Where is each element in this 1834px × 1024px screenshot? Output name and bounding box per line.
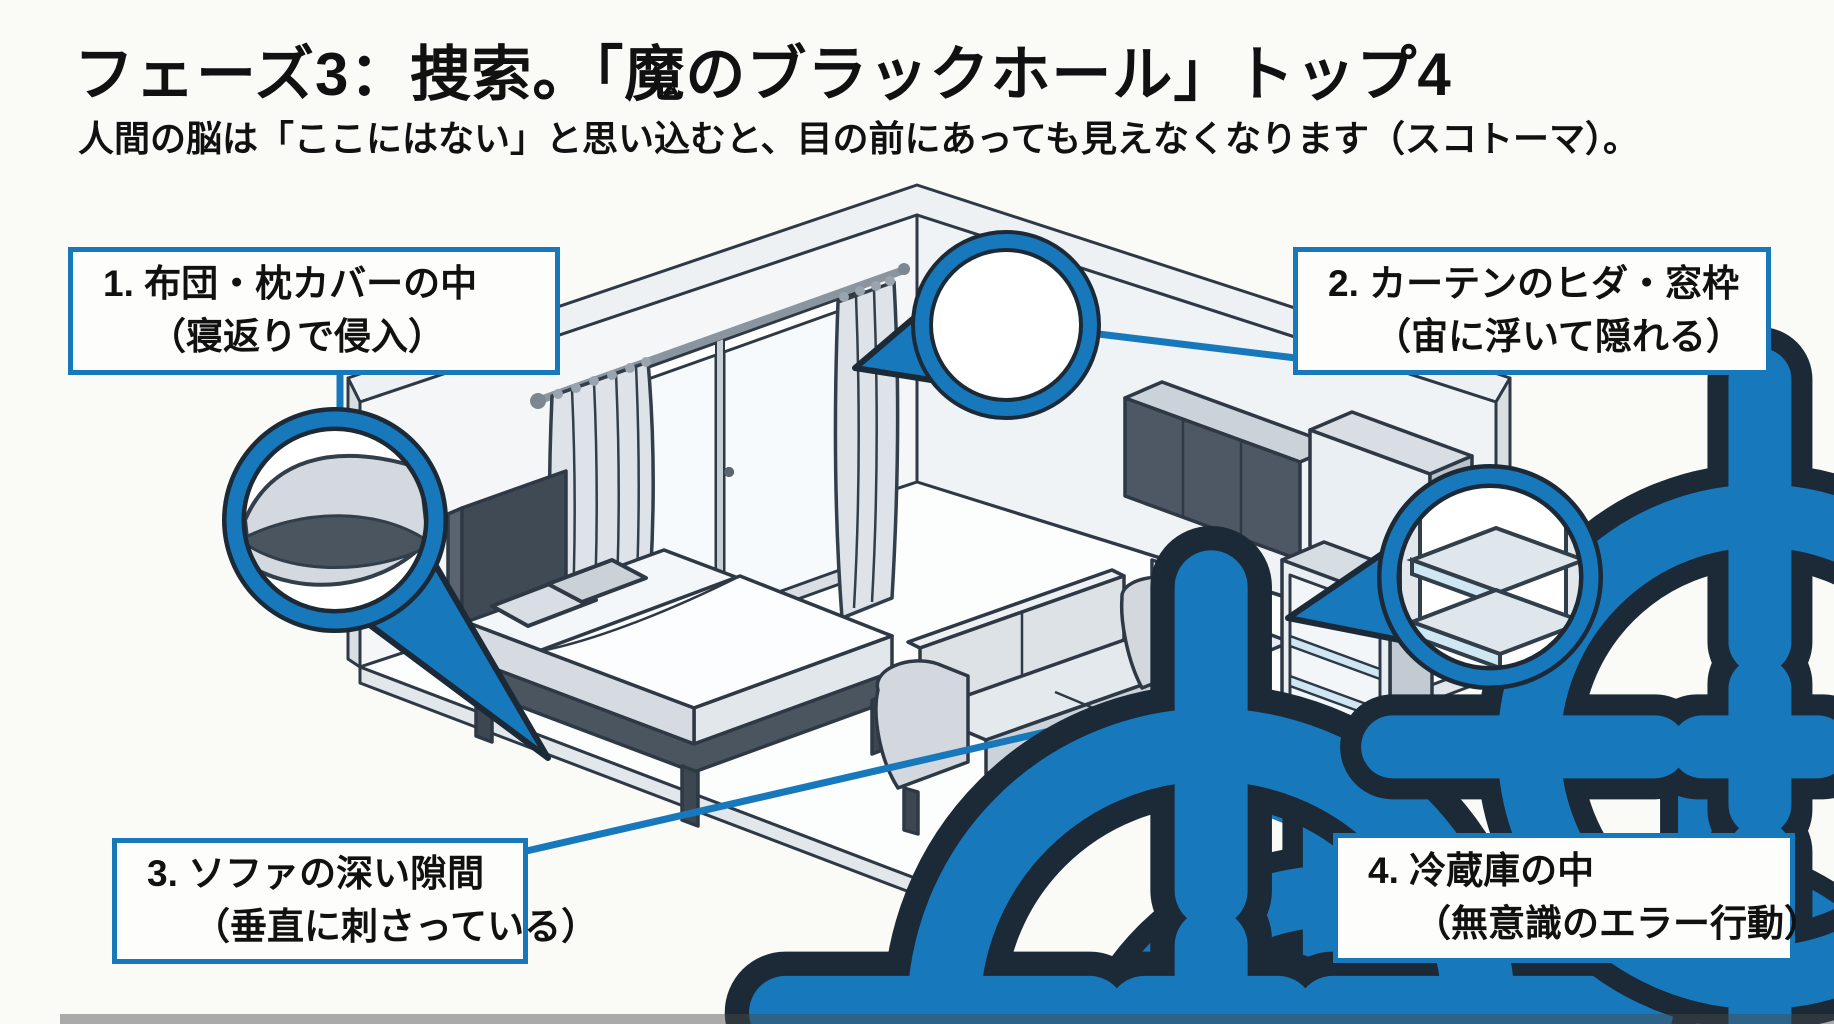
callout-line: （宙に浮いて隠れる）: [1374, 316, 1743, 357]
callout-line: 1. 布団・枕カバーの中: [103, 263, 478, 305]
fridge-magnifier-icon: [1285, 464, 1603, 690]
callout-box-futon-pillow: 1. 布団・枕カバーの中 （寝返りで侵入）: [68, 247, 560, 375]
curtain-magnifier-icon: [852, 230, 1834, 1024]
pillow-magnifier-icon: [222, 407, 1637, 1024]
callout-line: 4. 冷蔵庫の中: [1368, 850, 1595, 892]
page-subtitle: 人間の脳は「ここにはない」と思い込むと、目の前にあっても見えなくなります（スコト…: [78, 118, 1639, 159]
callout-line: （寝返りで侵入）: [149, 316, 445, 357]
callout-box-sofa-gap: 3. ソファの深い隙間 （垂直に刺さっている）: [112, 838, 599, 964]
callout-line: （無意識のエラー行動）: [1414, 903, 1821, 944]
callout-line: 2. カーテンのヒダ・窓枠: [1328, 263, 1740, 305]
callout-box-curtain-window: 2. カーテンのヒダ・窓枠 （宙に浮いて隠れる）: [1293, 247, 1771, 375]
bottom-crop-band: [60, 1014, 1834, 1024]
callout-box-fridge: 4. 冷蔵庫の中 （無意識のエラー行動）: [1333, 833, 1821, 963]
page-title: フェーズ3：捜索。「魔のブラックホール」トップ4: [74, 41, 1452, 108]
callout-line: （垂直に刺さっている）: [193, 906, 599, 947]
callout-line: 3. ソファの深い隙間: [147, 853, 485, 895]
